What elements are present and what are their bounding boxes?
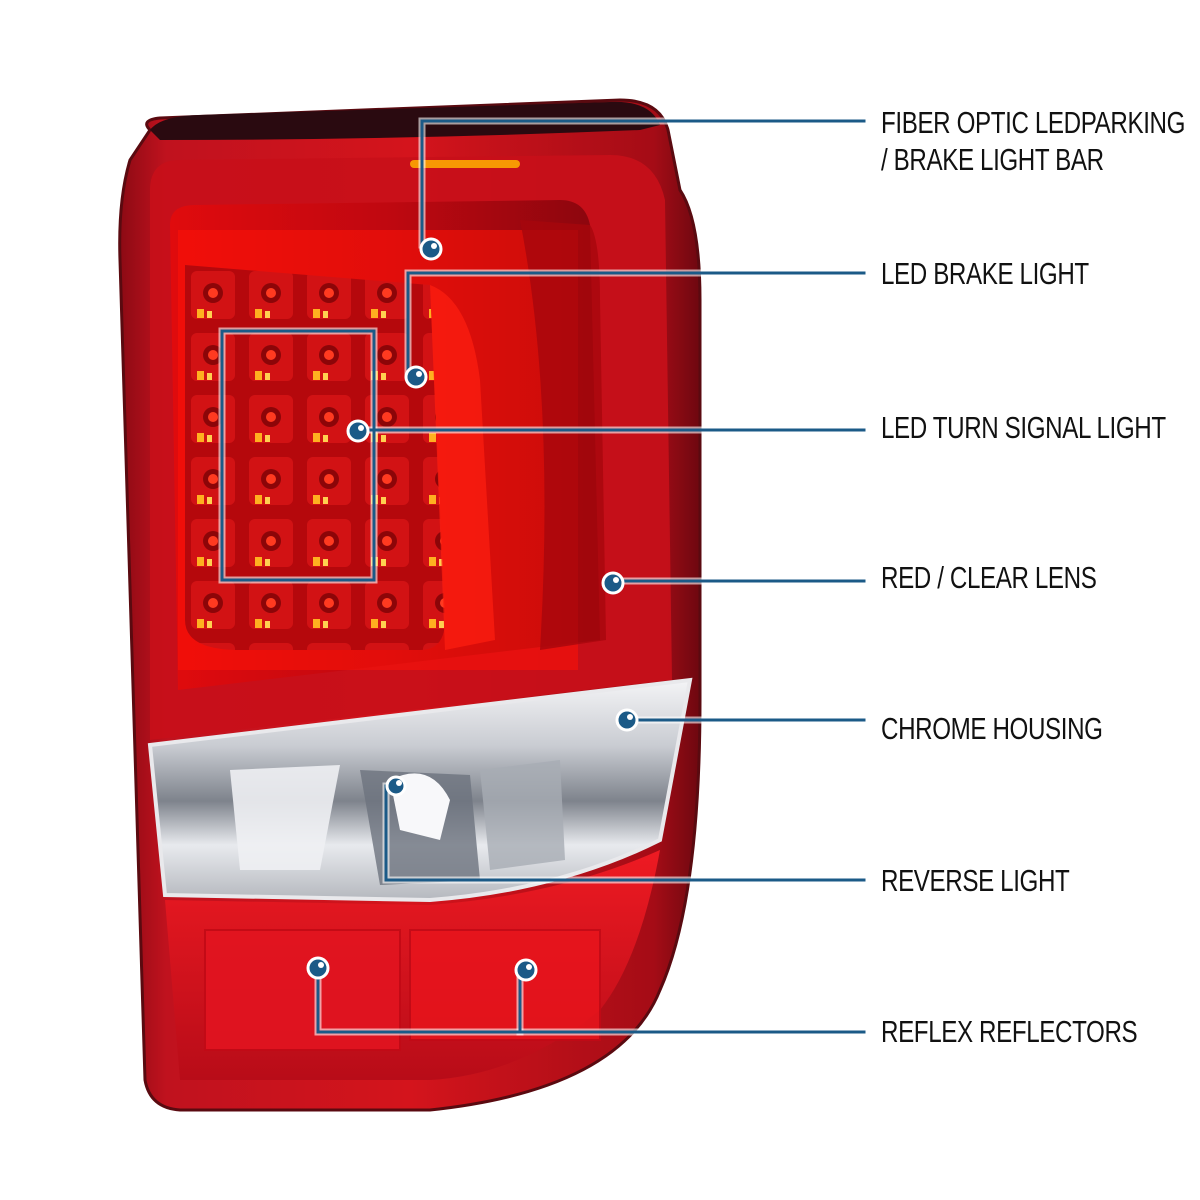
callout-label-reverse: REVERSE LIGHT	[881, 862, 1070, 899]
callout-label-line: CHROME HOUSING	[881, 711, 1103, 746]
callout-label-line: REFLEX REFLECTORS	[881, 1014, 1138, 1049]
callout-label-line: REVERSE LIGHT	[881, 863, 1070, 898]
marker-led-turn-icon	[346, 419, 370, 443]
marker-reflex-right-icon	[514, 958, 538, 982]
callout-label-fiber-optic: FIBER OPTIC LEDPARKING / BRAKE LIGHT BAR	[881, 104, 1185, 178]
callout-label-line: FIBER OPTIC LEDPARKING	[881, 105, 1186, 140]
callout-line-led-brake	[406, 271, 866, 377]
callout-label-led-brake: LED BRAKE LIGHT	[881, 255, 1089, 292]
callout-label-line: RED / CLEAR LENS	[881, 560, 1097, 595]
callout-label-reflex: REFLEX REFLECTORS	[881, 1013, 1138, 1050]
callout-label-line: LED TURN SIGNAL LIGHT	[881, 410, 1166, 445]
callout-markers	[306, 237, 639, 982]
marker-led-brake-icon	[404, 365, 428, 389]
callout-line-reverse	[384, 784, 866, 882]
callout-label-chrome-housing: CHROME HOUSING	[881, 710, 1103, 747]
marker-fiber-optic-icon	[419, 237, 443, 261]
marker-chrome-icon	[615, 708, 639, 732]
callout-line-reflex	[316, 966, 866, 1034]
callout-label-line: LED BRAKE LIGHT	[881, 256, 1089, 291]
callout-line-fiber-optic	[420, 119, 866, 247]
marker-lens-icon	[601, 571, 625, 595]
turn-signal-bracket	[220, 329, 376, 582]
marker-reverse-icon	[385, 775, 407, 797]
marker-reflex-left-icon	[306, 956, 330, 980]
callout-label-led-turn: LED TURN SIGNAL LIGHT	[881, 409, 1166, 446]
callout-label-lens: RED / CLEAR LENS	[881, 559, 1097, 596]
callout-label-line: / BRAKE LIGHT BAR	[881, 142, 1104, 177]
